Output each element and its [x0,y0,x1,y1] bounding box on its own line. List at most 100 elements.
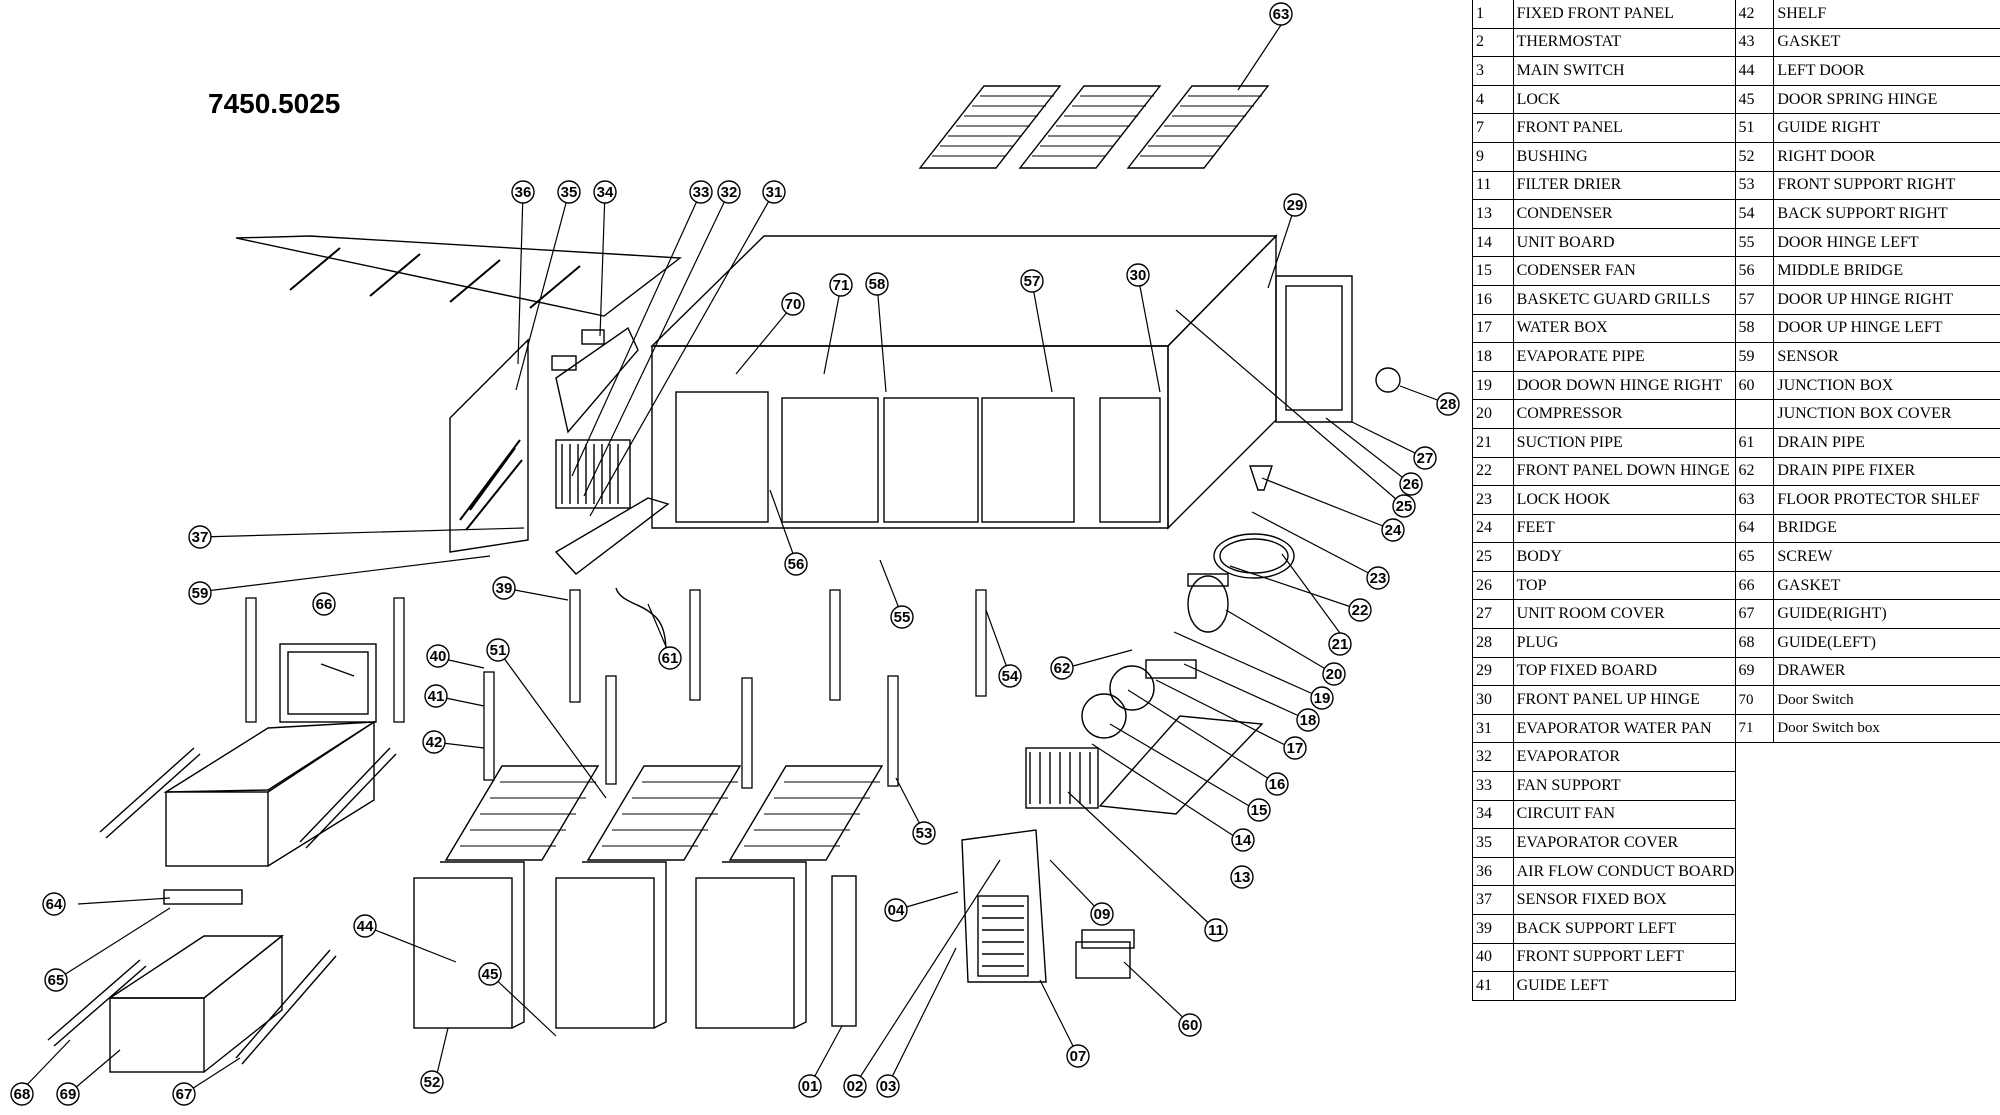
svg-text:14: 14 [1235,832,1252,849]
callout-11: 11 [1204,918,1228,942]
callout-29: 29 [1283,193,1307,217]
callout-15: 15 [1247,798,1271,822]
part-number: 60 [1734,371,1774,401]
part-name: UNIT ROOM COVER [1512,599,1735,630]
empty-cell [1734,885,1774,915]
svg-text:30: 30 [1130,267,1147,284]
callout-66: 66 [312,592,336,616]
callout-59: 59 [188,581,212,605]
callout-19: 19 [1310,686,1334,710]
callout-23: 23 [1366,566,1390,590]
part-number: 35 [1472,828,1514,858]
svg-text:67: 67 [176,1086,193,1103]
svg-text:16: 16 [1269,776,1286,793]
svg-text:20: 20 [1326,666,1343,683]
callout-31: 31 [762,180,786,204]
part-name: PLUG [1512,628,1735,658]
part-name: BUSHING [1512,142,1735,172]
empty-cell [1774,772,2000,801]
part-name: DRAWER [1773,657,2000,687]
part-name: JUNCTION BOX [1773,371,2000,401]
part-number: 21 [1472,428,1514,458]
callout-33: 33 [689,180,713,204]
part-name: DOOR DOWN HINGE RIGHT [1512,371,1735,401]
svg-text:28: 28 [1440,396,1457,413]
callout-03: 03 [876,1074,900,1098]
part-name: DOOR HINGE LEFT [1773,228,2000,258]
part-number: 33 [1472,771,1514,801]
part-name: BODY [1512,542,1735,572]
part-name: GUIDE LEFT [1512,971,1735,1001]
part-number: 27 [1472,599,1514,630]
floor-protector-shelves [918,85,1270,169]
callout-39: 39 [492,576,516,600]
part-name: FEET [1512,514,1735,544]
part-name: GUIDE(LEFT) [1773,628,2000,658]
part-number: 20 [1472,399,1514,429]
callout-20: 20 [1322,662,1346,686]
svg-text:51: 51 [490,642,507,659]
svg-text:34: 34 [597,184,614,201]
callout-40: 40 [426,644,450,668]
empty-cell [1774,943,2000,972]
empty-cell [1774,915,2000,944]
callout-13: 13 [1230,865,1254,889]
part-number: 18 [1472,342,1514,372]
part-name: FIXED FRONT PANEL [1512,0,1735,29]
svg-text:70: 70 [785,296,802,313]
part-number: 37 [1472,885,1514,915]
svg-text:15: 15 [1251,802,1268,819]
svg-text:18: 18 [1300,712,1317,729]
callout-37: 37 [188,525,212,549]
callout-22: 22 [1348,598,1372,622]
part-name: DRAIN PIPE FIXER [1773,457,2000,487]
part-name: GASKET [1773,571,2000,601]
part-number: 3 [1472,56,1514,86]
part-name: WATER BOX [1512,314,1735,344]
empty-cell [1774,829,2000,858]
callout-68: 68 [10,1082,34,1106]
part-number: 57 [1734,285,1774,315]
part-number: 28 [1472,628,1514,658]
part-number: 51 [1734,113,1774,143]
part-number: 26 [1472,571,1514,601]
svg-text:32: 32 [721,184,738,201]
part-name: FRONT SUPPORT LEFT [1512,943,1735,973]
part-name: FRONT SUPPORT RIGHT [1773,171,2000,201]
svg-text:23: 23 [1370,570,1387,587]
part-name: FRONT PANEL DOWN HINGE [1512,457,1735,487]
part-name: DOOR SPRING HINGE [1773,85,2000,115]
empty-cell [1774,972,2000,1001]
part-number: 31 [1472,714,1514,744]
part-name: FRONT PANEL [1512,113,1735,143]
svg-text:13: 13 [1234,869,1251,886]
part-number: 22 [1472,457,1514,487]
part-name: FILTER DRIER [1512,171,1735,201]
part-number: 44 [1734,56,1774,86]
callout-25: 25 [1392,494,1416,518]
svg-text:09: 09 [1094,906,1111,923]
part-name: EVAPORATOR WATER PAN [1512,714,1735,744]
callout-17: 17 [1283,736,1307,760]
part-number: 70 [1734,685,1774,715]
part-number: 36 [1472,857,1514,887]
empty-cell [1734,828,1774,858]
part-number: 45 [1734,85,1774,115]
callout-58: 58 [865,272,889,296]
part-number: 29 [1472,657,1514,687]
svg-text:71: 71 [833,277,850,294]
air-flow-board [235,235,682,317]
